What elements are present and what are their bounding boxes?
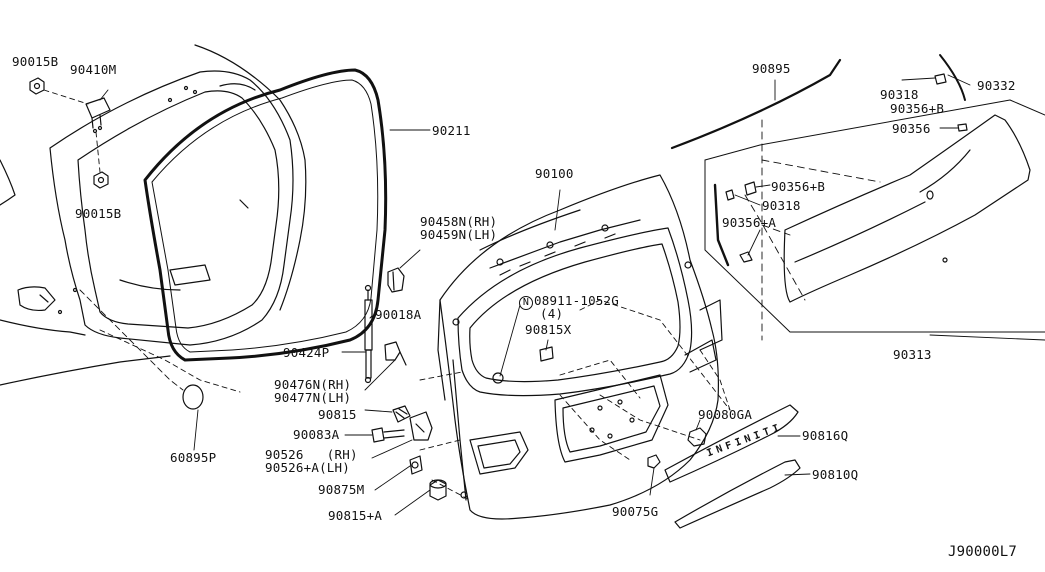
label-90810Q: 90810Q xyxy=(812,467,859,482)
bumper-90815 xyxy=(392,405,411,423)
label-08911-number: 08911-1052G xyxy=(534,293,619,308)
label-90875M: 90875M xyxy=(318,482,365,497)
label-90356A: 90356+A xyxy=(722,215,777,230)
label-90526A: 90526+A(LH) xyxy=(265,460,350,475)
glass-side-strip xyxy=(713,183,730,267)
label-90477N: 90477N(LH) xyxy=(274,390,352,405)
label-90318-mid: 90318 xyxy=(762,198,801,213)
clip-90410M xyxy=(85,97,111,134)
molding-90810Q xyxy=(674,459,801,529)
label-90211: 90211 xyxy=(432,123,471,138)
label-90410M: 90410M xyxy=(70,62,117,77)
label-90080GA: 90080GA xyxy=(698,407,753,422)
hinge-90476N xyxy=(384,341,407,366)
label-90526: 90526 (RH) xyxy=(265,447,358,462)
molding-90895 xyxy=(670,58,842,150)
nut-90080GA xyxy=(687,427,707,447)
nut-90015B-top xyxy=(29,77,45,95)
clips-90318-90356 xyxy=(725,73,968,263)
bracket-90458N xyxy=(387,267,405,293)
clip-90075G xyxy=(647,454,661,469)
label-08911-qty: (4) xyxy=(540,306,564,321)
label-90895: 90895 xyxy=(752,61,791,76)
label-90318-top: 90318 xyxy=(880,87,919,102)
label-90083A: 90083A xyxy=(293,427,340,442)
label-90476N: 90476N(RH) xyxy=(274,377,352,392)
glass-outline-box xyxy=(704,99,1045,333)
label-90815: 90815 xyxy=(318,407,357,422)
label-90424P: 90424P xyxy=(283,345,330,360)
label-90356B-top: 90356+B xyxy=(890,101,945,116)
leader-lines xyxy=(99,74,1045,516)
label-90018A: 90018A xyxy=(375,307,422,322)
circle-n-marker: N xyxy=(519,296,533,310)
label-90816Q: 90816Q xyxy=(802,428,849,443)
label-90458N: 90458N(RH) xyxy=(420,214,498,229)
body-opening-panel xyxy=(0,44,307,386)
nut-90015B-bottom xyxy=(93,171,109,189)
diagram-code: J90000L7 xyxy=(948,544,1018,560)
label-90815X: 90815X xyxy=(525,322,572,337)
weatherstrip-90211 xyxy=(143,68,388,362)
grommet-60895P xyxy=(182,384,204,410)
label-90100: 90100 xyxy=(535,166,574,181)
label-90815A: 90815+A xyxy=(328,508,383,523)
label-90459N: 90459N(LH) xyxy=(420,227,498,242)
back-door-90100 xyxy=(437,174,723,520)
latch-90526 xyxy=(409,411,433,441)
bumper-90815A xyxy=(429,479,447,501)
label-90332: 90332 xyxy=(977,78,1016,93)
label-90356: 90356 xyxy=(892,121,931,136)
label-90313: 90313 xyxy=(893,347,932,362)
gas-strut-90424P xyxy=(364,284,373,384)
garnish-90816Q xyxy=(664,404,799,483)
clip-90875M xyxy=(409,455,423,475)
label-60895P: 60895P xyxy=(170,450,217,465)
glass-90313 xyxy=(783,114,1031,303)
label-90015B-top: 90015B xyxy=(12,54,59,69)
bolt-90083A xyxy=(371,427,405,443)
label-90015B-bottom: 90015B xyxy=(75,206,122,221)
label-90075G: 90075G xyxy=(612,504,659,519)
label-90356B-mid: 90356+B xyxy=(771,179,826,194)
